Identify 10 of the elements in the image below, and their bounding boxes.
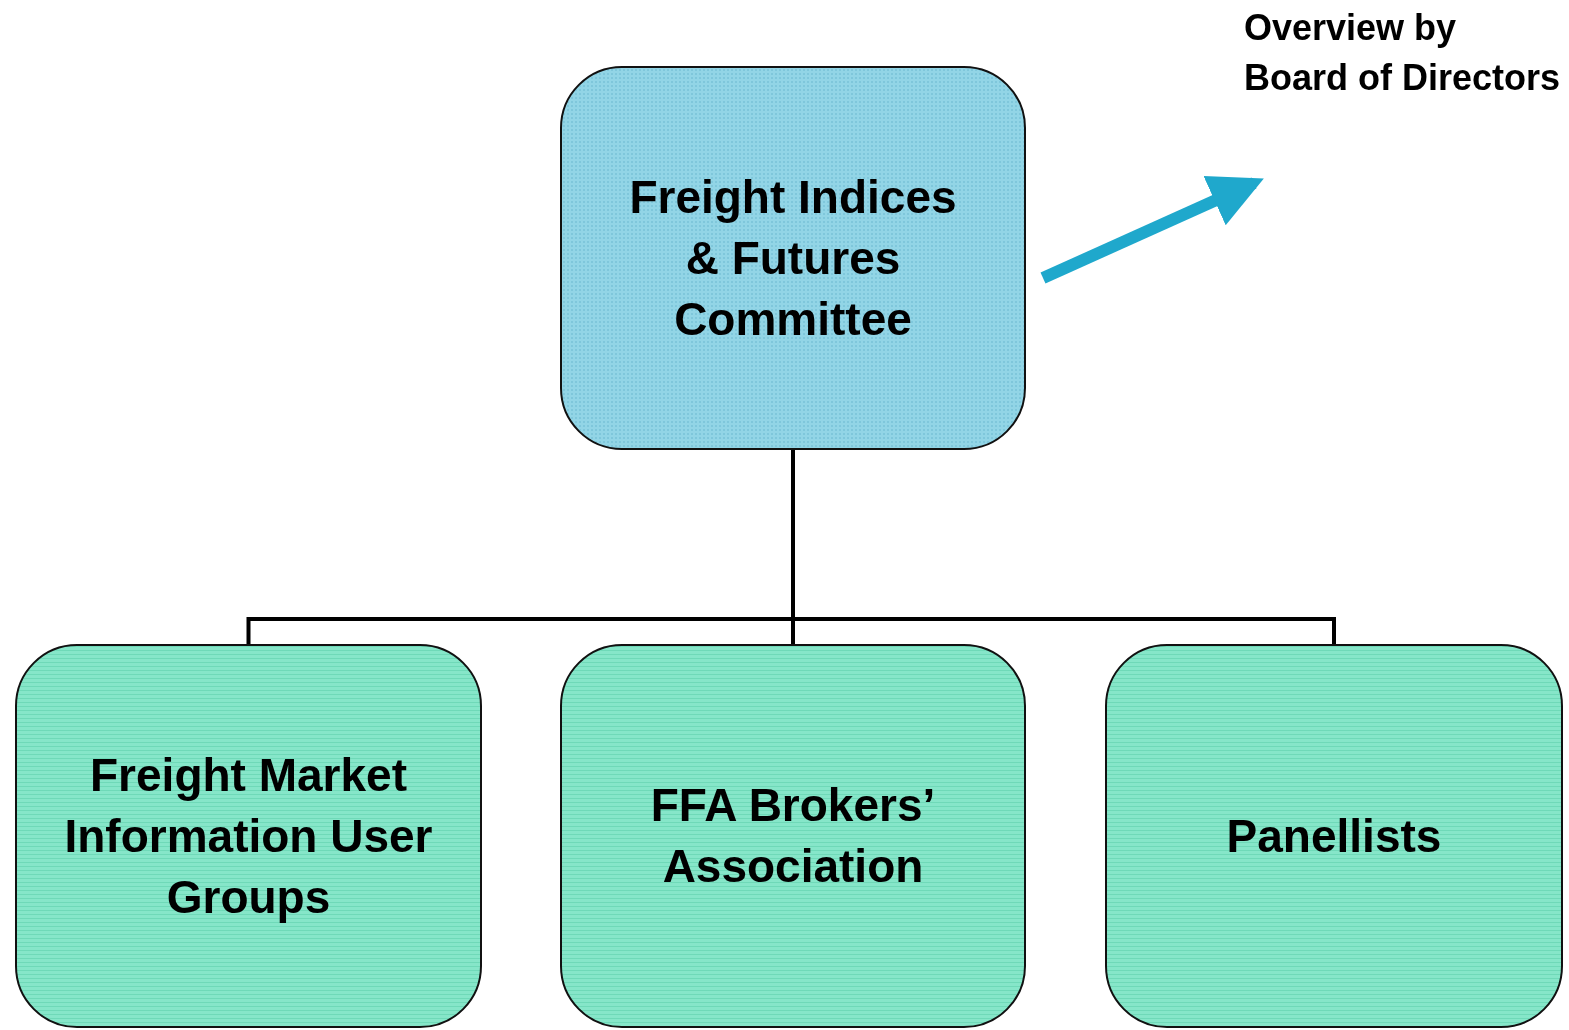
arrow — [1040, 176, 1264, 284]
box-label: Freight Indices & Futures Committee — [628, 169, 958, 347]
rounded-box — [15, 644, 482, 1028]
rounded-box — [560, 644, 1026, 1028]
rounded-box — [560, 66, 1026, 450]
rounded-box — [1105, 644, 1563, 1028]
note-text: Overview by Board of Directors — [1244, 3, 1564, 103]
box-label: Freight Market Information User Groups — [63, 747, 434, 925]
box-label: FFA Brokers’ Association — [649, 778, 937, 894]
box-label: Panellists — [1226, 808, 1442, 864]
